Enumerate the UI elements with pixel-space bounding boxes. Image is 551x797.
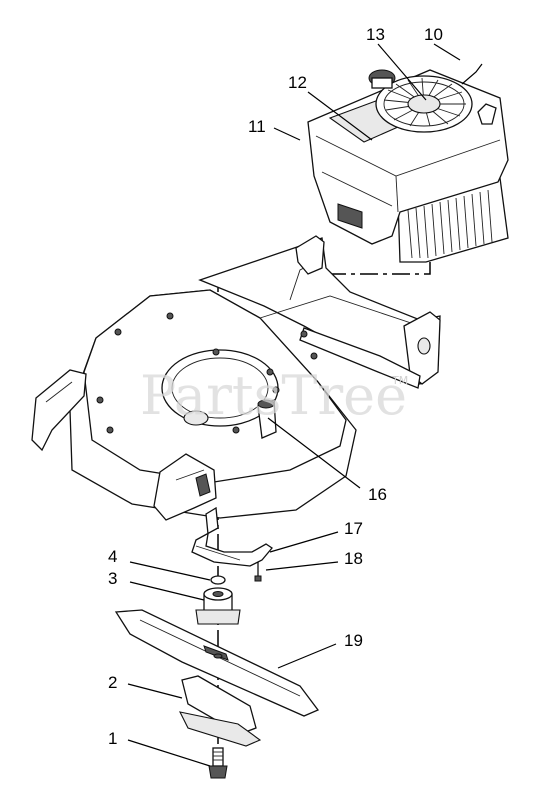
stiffener-part-2 xyxy=(179,675,262,747)
alignment-axis xyxy=(217,262,431,400)
watermark-trademark: TM xyxy=(391,374,408,387)
screw-part-18 xyxy=(254,562,262,582)
callout-4: 4 xyxy=(108,547,117,566)
blade-adapter-part-3 xyxy=(195,587,241,625)
callout-10: 10 xyxy=(424,25,443,44)
leader-lines xyxy=(127,43,461,767)
callout-19: 19 xyxy=(344,631,363,650)
callout-1: 1 xyxy=(108,729,117,748)
callout-3: 3 xyxy=(108,569,117,588)
callout-18: 18 xyxy=(344,549,363,568)
washer-part-4 xyxy=(210,575,226,585)
callout-2: 2 xyxy=(108,673,117,692)
bracket-part-17 xyxy=(191,506,273,567)
callout-17: 17 xyxy=(344,519,363,538)
blade-bolt-part-1 xyxy=(208,747,228,779)
recoil-starter xyxy=(375,75,473,133)
watermark-text: PartsTree xyxy=(140,364,407,427)
callout-12: 12 xyxy=(288,73,307,92)
callout-13: 13 xyxy=(366,25,385,44)
engine-assembly xyxy=(307,63,509,263)
callout-11: 11 xyxy=(248,117,266,136)
mower-deck xyxy=(31,235,441,521)
blade-part-19 xyxy=(114,609,320,717)
callout-16: 16 xyxy=(368,485,387,504)
